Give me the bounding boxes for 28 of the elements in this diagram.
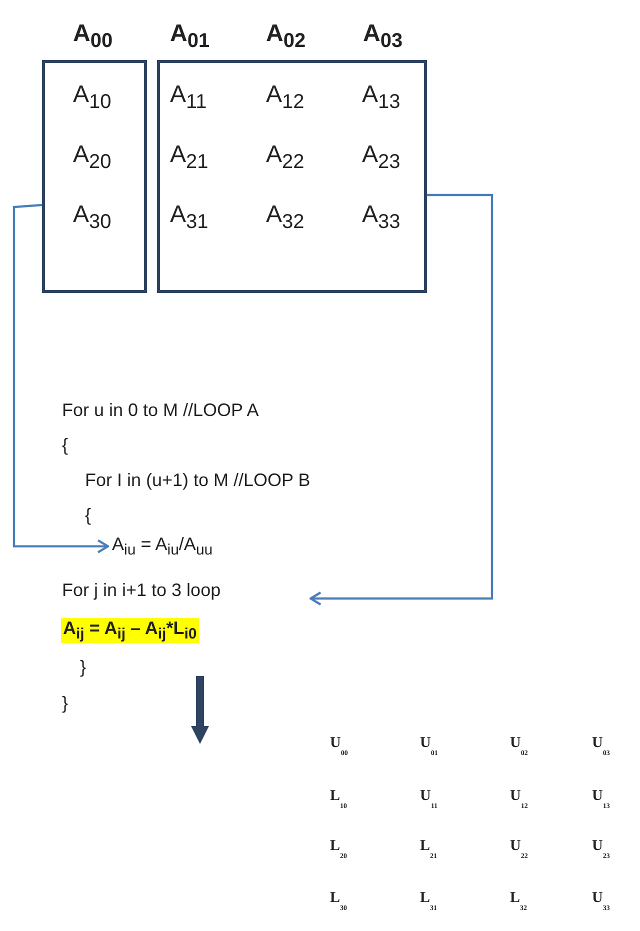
code-line: { <box>85 505 92 526</box>
matrix-block-outline <box>157 60 427 293</box>
code-line: A$_{iu}$ = A$_{iu}$/A$_{uu}$ <box>112 534 213 559</box>
matrix-entry: A$_{33}$ <box>362 201 400 234</box>
code-line: } <box>62 693 68 714</box>
connector-arrow <box>12 204 110 554</box>
matrix-entry: A$_{12}$ <box>266 81 304 114</box>
matrix-entry: A$_{10}$ <box>73 81 112 114</box>
column-header: A$_{03}$ <box>363 20 403 53</box>
matrix-entry: A$_{20}$ <box>73 141 112 174</box>
matrix-entry: A$_{31}$ <box>170 201 208 234</box>
matrix-entry: A$_{21}$ <box>170 141 208 174</box>
column-header: A$_{01}$ <box>170 20 210 53</box>
matrix-entry: A$_{13}$ <box>362 81 400 114</box>
code-line: For I in (u+1) to M //LOOP B <box>85 470 310 491</box>
code-line: For u in 0 to M //LOOP A <box>62 400 259 421</box>
code-line: } <box>80 657 86 678</box>
matrix-entry: A$_{30}$ <box>73 201 112 234</box>
matrix-entry: A$_{32}$ <box>266 201 304 234</box>
column-header: A$_{02}$ <box>266 20 306 53</box>
matrix-block-outline <box>42 60 147 293</box>
matrix-entry: A$_{22}$ <box>266 141 304 174</box>
matrix-entry: A$_{11}$ <box>170 81 207 114</box>
code-line: { <box>62 435 68 456</box>
column-header: A$_{00}$ <box>73 20 113 53</box>
code-line: For j in i+1 to 3 loop <box>62 580 221 601</box>
matrix-entry: A$_{23}$ <box>362 141 400 174</box>
connector-arrow <box>310 194 494 606</box>
